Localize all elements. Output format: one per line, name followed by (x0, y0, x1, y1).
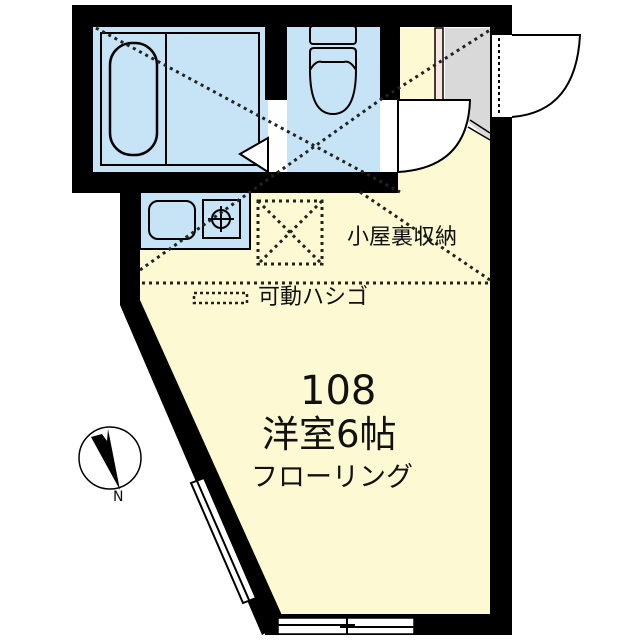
shoe-closet-area (445, 28, 490, 140)
living-room-area (140, 28, 490, 615)
window-left (189, 476, 258, 605)
loft-storage-label: 小屋裏収納 (347, 225, 458, 250)
stove-burner-icon (202, 199, 241, 239)
loft-outline (95, 26, 491, 285)
compass-north-label: N (113, 489, 124, 505)
unit-number: 108 (300, 368, 377, 414)
walls (72, 5, 512, 635)
bathtub-icon (108, 41, 159, 157)
window-bottom (277, 617, 415, 635)
sink-icon (148, 200, 196, 240)
entrance-door (511, 34, 582, 118)
toilet-icon (309, 25, 357, 116)
north-arrow-icon (78, 426, 142, 490)
ladder-icon (192, 291, 249, 305)
movable-ladder-label: 可動ハシゴ (258, 285, 369, 310)
flooring-label: フローリング (251, 462, 413, 493)
loft-hatch-icon (256, 199, 324, 266)
room-type-label: 洋室6帖 (262, 413, 397, 456)
toilet-door (397, 99, 472, 173)
